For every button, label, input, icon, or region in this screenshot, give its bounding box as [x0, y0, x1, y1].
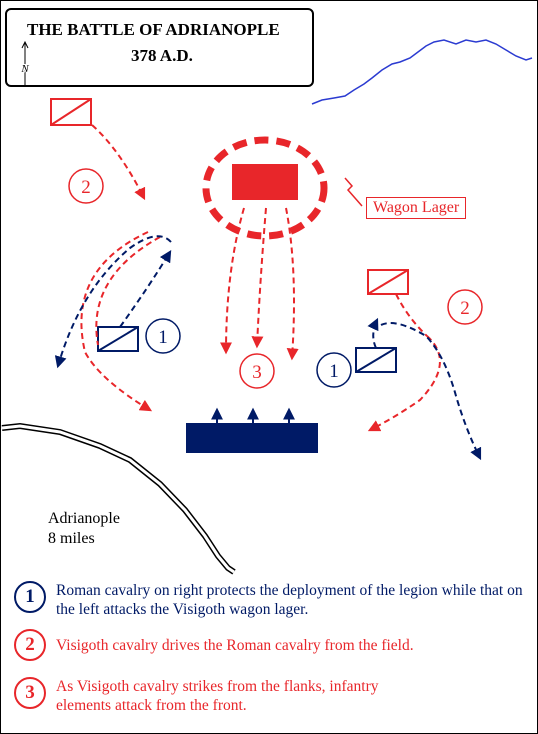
infantry-attack-center-arrow — [251, 207, 267, 349]
roman-left-retreat-arrow — [54, 235, 172, 369]
legion-advance-arrows — [211, 407, 295, 423]
legend-3-number: 3 — [14, 677, 46, 709]
svg-text:2: 2 — [460, 298, 470, 319]
marker-2-right: 2 — [447, 289, 483, 325]
north-label: N — [20, 63, 29, 75]
visigoth-left-sweep-inner-arrow — [95, 236, 161, 346]
visigoth-cavalry-right — [367, 269, 409, 295]
legend-1-number: 1 — [14, 581, 46, 613]
svg-text:1: 1 — [329, 361, 339, 382]
wagon-lager-ring — [202, 136, 328, 240]
visigoth-left-descent-arrow — [91, 124, 146, 201]
city-name: Adrianople — [48, 510, 120, 527]
roman-left-attack-arrow — [119, 249, 172, 328]
infantry-attack-right-arrow — [285, 207, 299, 361]
city-distance: 8 miles — [48, 530, 95, 547]
title-box: THE BATTLE OF ADRIANOPLE 378 A.D. N — [5, 8, 314, 87]
visigoth-right-sweep-arrow — [395, 293, 428, 337]
roman-cavalry-left — [97, 326, 139, 352]
roman-legion — [186, 423, 318, 453]
legend-2-number: 2 — [14, 629, 46, 661]
legend-1-text: Roman cavalry on right protects the depl… — [56, 582, 523, 618]
wagon-lager — [232, 164, 298, 200]
marker-1-right: 1 — [316, 352, 352, 388]
roman-right-advance-arrow — [367, 317, 379, 349]
legend-3-text: As Visigoth cavalry strikes from the fla… — [56, 678, 379, 714]
marker-2-left: 2 — [68, 168, 104, 204]
roman-cavalry-right — [355, 347, 397, 373]
visigoth-cavalry-left — [50, 98, 92, 126]
infantry-attack-left-arrow — [220, 207, 245, 355]
legend-2-text: Visigoth cavalry drives the Roman cavalr… — [56, 637, 414, 654]
wagon-lager-pointer — [344, 177, 363, 207]
svg-text:1: 1 — [158, 327, 168, 348]
river — [311, 39, 533, 105]
svg-text:2: 2 — [81, 177, 91, 198]
roman-right-retreat-arrow — [380, 322, 482, 461]
wagon-lager-label: Wagon Lager — [366, 197, 467, 219]
visigoth-right-return-arrow — [367, 335, 441, 432]
marker-3: 3 — [239, 353, 275, 389]
visigoth-left-sweep-outer-arrow — [80, 231, 153, 412]
map-title: THE BATTLE OF ADRIANOPLE — [27, 20, 280, 39]
north-arrow-icon: N — [19, 40, 30, 86]
marker-1-left: 1 — [145, 318, 181, 354]
svg-text:3: 3 — [252, 362, 262, 383]
map-date: 378 A.D. — [131, 46, 193, 65]
